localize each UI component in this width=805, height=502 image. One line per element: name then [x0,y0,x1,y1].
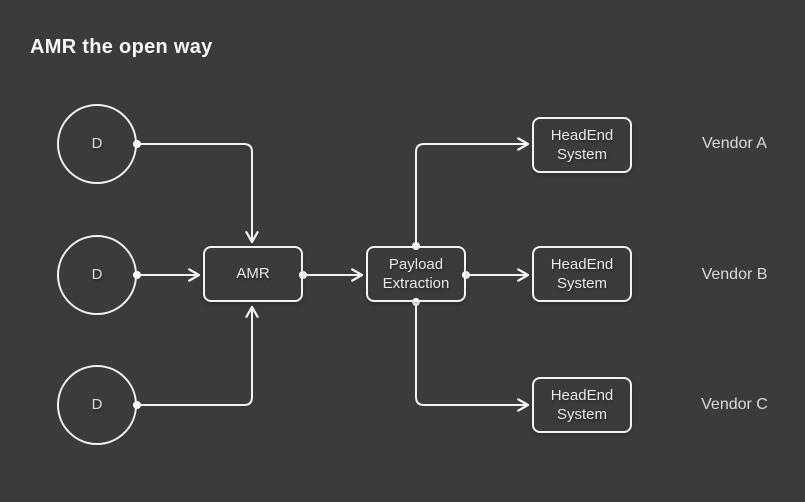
meter-node-label: D [91,135,103,153]
connector-payload-to-headend3 [415,301,530,412]
headend-node-label: HeadEnd System [550,255,614,293]
payload-extraction-node: Payload Extraction [366,246,466,302]
headend-node-label: HeadEnd System [550,126,614,164]
connector-payload-to-headend1 [415,137,530,247]
headend-node-1: HeadEnd System [532,117,632,173]
payload-extraction-label: Payload Extraction [382,255,450,293]
headend-node-3: HeadEnd System [532,377,632,433]
vendor-label-a: Vendor A [702,135,767,152]
vendor-label-b: Vendor B [701,266,768,283]
connector-meter3-to-amr-bottom [136,305,259,406]
connector-meter1-to-amr-top [136,143,259,244]
meter-node-3: D [57,365,137,445]
meter-node-label: D [91,266,103,284]
vendor-label-c: Vendor C [701,396,768,413]
headend-node-label: HeadEnd System [550,386,614,424]
meter-node-1: D [57,104,137,184]
amr-node-label: AMR [236,265,270,283]
meter-node-2: D [57,235,137,315]
meter-node-label: D [91,396,103,414]
amr-node: AMR [203,246,303,302]
headend-node-2: HeadEnd System [532,246,632,302]
page-title: AMR the open way [30,36,213,58]
